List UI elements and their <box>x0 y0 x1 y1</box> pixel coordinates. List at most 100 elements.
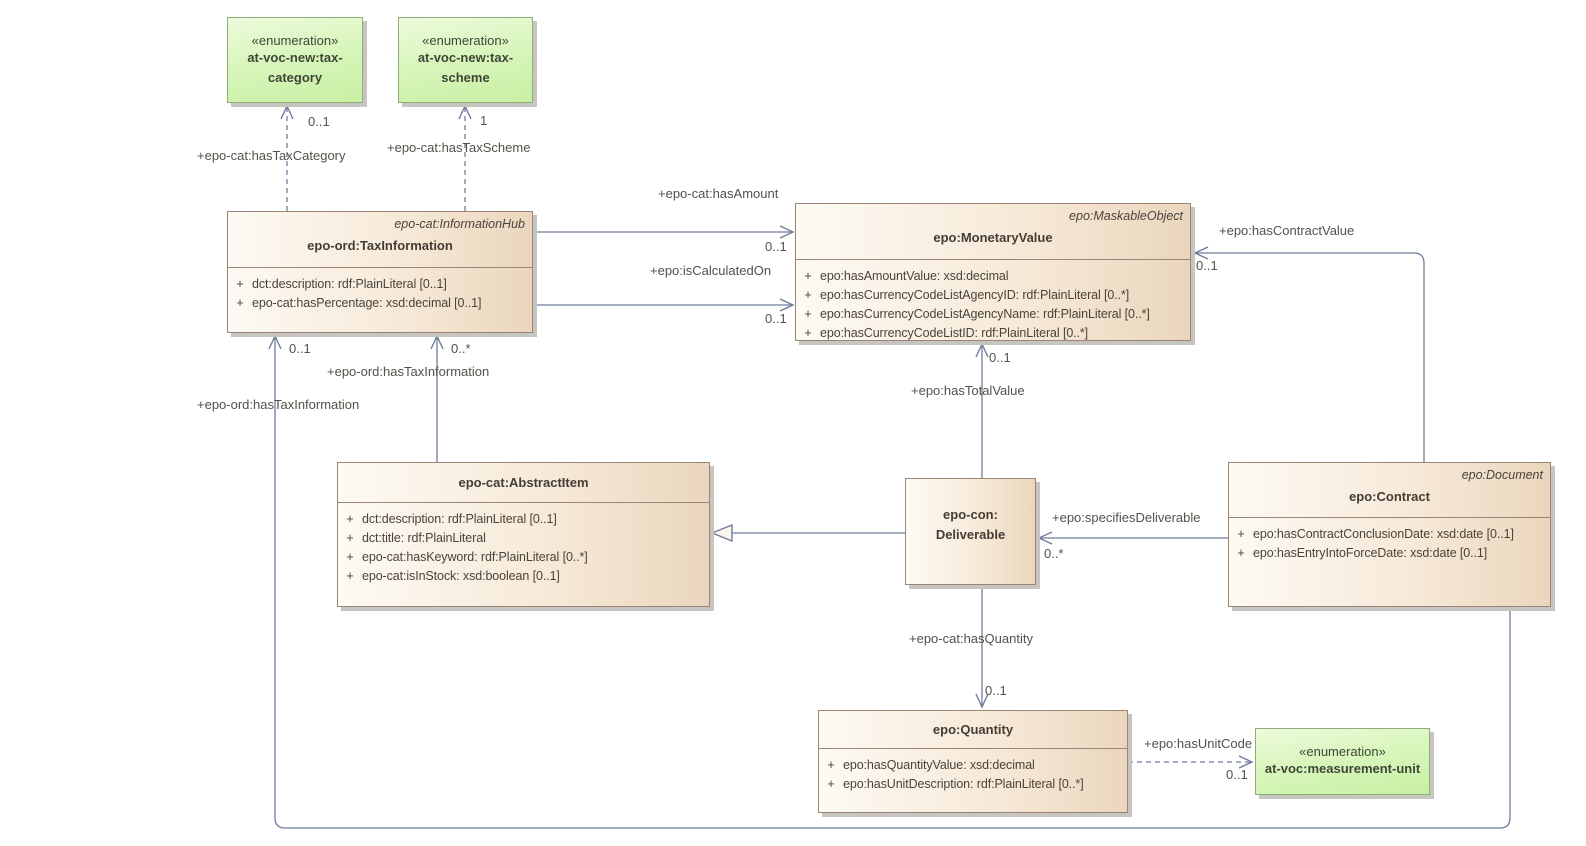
attribute-visibility: + <box>804 307 812 321</box>
attribute-row: + epo:hasEntryIntoForceDate: xsd:date [0… <box>1229 544 1550 563</box>
attribute-row: + epo:hasCurrencyCodeListID: rdf:PlainLi… <box>796 324 1190 343</box>
class-quantity: epo:Quantity + epo:hasQuantityValue: xsd… <box>818 710 1128 813</box>
attribute-signature: epo:hasCurrencyCodeListAgencyName: rdf:P… <box>820 307 1150 321</box>
parent-class-label: epo:Document <box>1461 468 1543 482</box>
edge-cardinality-hasTaxInformation-from-item: 0..* <box>451 341 471 356</box>
attributes-compartment: + dct:description: rdf:PlainLiteral [0..… <box>228 268 532 313</box>
edge-label-hasAmount: +epo-cat:hasAmount <box>658 186 779 201</box>
attribute-visibility: + <box>1237 546 1245 560</box>
edge-cardinality-hasContractValue: 0..1 <box>1196 258 1218 273</box>
class-contract: epo:Document epo:Contract + epo:hasContr… <box>1228 462 1551 607</box>
attributes-compartment: + epo:hasQuantityValue: xsd:decimal + ep… <box>819 749 1127 794</box>
enum-tax-scheme: «enumeration» at-voc-new:tax-scheme <box>398 17 533 103</box>
attribute-signature: epo-cat:hasKeyword: rdf:PlainLiteral [0.… <box>362 550 588 564</box>
class-header: epo-cat:AbstractItem <box>338 463 709 503</box>
class-name-line1: epo-con: <box>943 506 998 522</box>
attribute-signature: epo:hasUnitDescription: rdf:PlainLiteral… <box>843 777 1084 791</box>
enum-name: at-voc-new:tax-scheme <box>417 50 514 85</box>
attribute-signature: epo-cat:isInStock: xsd:boolean [0..1] <box>362 569 560 583</box>
attribute-visibility: + <box>1237 527 1245 541</box>
enum-name: at-voc-new:tax-category <box>247 50 343 85</box>
parent-class-label: epo-cat:InformationHub <box>394 217 525 231</box>
attributes-compartment: + epo:hasContractConclusionDate: xsd:dat… <box>1229 518 1550 563</box>
edge-label-hasTaxCategory: +epo-cat:hasTaxCategory <box>197 148 346 163</box>
attribute-signature: epo:hasCurrencyCodeListAgencyID: rdf:Pla… <box>820 288 1130 302</box>
attribute-visibility: + <box>827 777 835 791</box>
attribute-row: + dct:title: rdf:PlainLiteral <box>338 529 709 548</box>
edge-cardinality-hasQuantity: 0..1 <box>985 683 1007 698</box>
attribute-row: + epo:hasContractConclusionDate: xsd:dat… <box>1229 525 1550 544</box>
class-header: epo:Document epo:Contract <box>1229 463 1550 518</box>
edge-cardinality-hasAmount: 0..1 <box>765 239 787 254</box>
class-header: epo:Quantity <box>819 711 1127 749</box>
edge-cardinality-specifiesDeliverable: 0..* <box>1044 546 1064 561</box>
edge-cardinality-hasTaxScheme: 1 <box>480 113 488 128</box>
edge-cardinality-hasTaxInformation-from-contract: 0..1 <box>289 341 311 356</box>
enum-stereotype: «enumeration» <box>422 33 509 48</box>
attribute-visibility: + <box>346 531 354 545</box>
attribute-row: + epo-cat:hasPercentage: xsd:decimal [0.… <box>228 294 532 313</box>
class-name: epo:MonetaryValue <box>933 230 1053 245</box>
edge-label-hasTotalValue: +epo:hasTotalValue <box>911 383 1025 398</box>
attribute-row: + epo:hasUnitDescription: rdf:PlainLiter… <box>819 775 1127 794</box>
connector-hasContractValue <box>1193 246 1425 462</box>
attribute-signature: epo:hasQuantityValue: xsd:decimal <box>843 758 1035 772</box>
class-name: epo-ord:TaxInformation <box>307 238 453 253</box>
class-name: epo:Quantity <box>932 722 1014 737</box>
edge-cardinality-hasTaxCategory: 0..1 <box>308 114 330 129</box>
attribute-visibility: + <box>827 758 835 772</box>
edge-label-hasTaxInformation-from-contract: +epo-ord:hasTaxInformation <box>197 397 360 412</box>
edge-label-isCalculatedOn: +epo:isCalculatedOn <box>650 263 772 278</box>
class-name-line2: Deliverable <box>935 526 1006 542</box>
attribute-row: + dct:description: rdf:PlainLiteral [0..… <box>338 510 709 529</box>
enum-tax-category: «enumeration» at-voc-new:tax-category <box>227 17 363 103</box>
enum-name: at-voc:measurement-unit <box>1264 761 1421 777</box>
attribute-visibility: + <box>236 296 244 310</box>
edge-cardinality-hasUnitCode: 0..1 <box>1226 767 1248 782</box>
edge-label-hasTaxInformation-from-item: +epo-ord:hasTaxInformation <box>327 364 490 379</box>
attribute-signature: dct:title: rdf:PlainLiteral <box>362 531 486 545</box>
attribute-row: + dct:description: rdf:PlainLiteral [0..… <box>228 275 532 294</box>
attribute-visibility: + <box>804 326 812 340</box>
connector-hasTaxInformation-from-contract <box>268 334 1511 829</box>
attribute-visibility: + <box>804 269 812 283</box>
class-header: epo:MaskableObject epo:MonetaryValue <box>796 204 1190 260</box>
edge-label-hasQuantity: +epo-cat:hasQuantity <box>909 631 1033 646</box>
attribute-row: + epo-cat:hasKeyword: rdf:PlainLiteral [… <box>338 548 709 567</box>
class-tax-information: epo-cat:InformationHub epo-ord:TaxInform… <box>227 211 533 333</box>
edge-label-hasUnitCode: +epo:hasUnitCode <box>1144 736 1253 751</box>
attribute-signature: epo-cat:hasPercentage: xsd:decimal [0..1… <box>252 296 482 310</box>
edge-label-specifiesDeliverable: +epo:specifiesDeliverable <box>1052 510 1201 525</box>
class-deliverable: epo-con: Deliverable <box>905 478 1036 585</box>
attribute-visibility: + <box>236 277 244 291</box>
attribute-visibility: + <box>346 569 354 583</box>
class-name: epo-con: Deliverable <box>936 505 1005 559</box>
attribute-visibility: + <box>804 288 812 302</box>
class-name: epo-cat:AbstractItem <box>458 475 589 490</box>
attribute-visibility: + <box>346 550 354 564</box>
class-abstract-item: epo-cat:AbstractItem + dct:description: … <box>337 462 710 607</box>
attribute-signature: epo:hasContractConclusionDate: xsd:date … <box>1253 527 1514 541</box>
attribute-signature: dct:description: rdf:PlainLiteral [0..1] <box>362 512 557 526</box>
attributes-compartment: + epo:hasAmountValue: xsd:decimal + epo:… <box>796 260 1190 343</box>
enum-measurement-unit: «enumeration» at-voc:measurement-unit <box>1255 728 1430 795</box>
edge-label-hasTaxScheme: +epo-cat:hasTaxScheme <box>387 140 531 155</box>
class-name: epo:Contract <box>1349 489 1430 504</box>
attribute-row: + epo:hasAmountValue: xsd:decimal <box>796 267 1190 286</box>
attribute-signature: epo:hasEntryIntoForceDate: xsd:date [0..… <box>1253 546 1488 560</box>
class-monetary-value: epo:MaskableObject epo:MonetaryValue + e… <box>795 203 1191 341</box>
enum-stereotype: «enumeration» <box>1299 744 1386 760</box>
parent-class-label: epo:MaskableObject <box>1069 209 1183 223</box>
edge-label-hasContractValue: +epo:hasContractValue <box>1219 223 1355 238</box>
edge-cardinality-hasTotalValue: 0..1 <box>989 350 1011 365</box>
attribute-signature: epo:hasCurrencyCodeListID: rdf:PlainLite… <box>820 326 1089 340</box>
enum-stereotype: «enumeration» <box>251 33 339 48</box>
attribute-visibility: + <box>346 512 354 526</box>
attributes-compartment: + dct:description: rdf:PlainLiteral [0..… <box>338 503 709 586</box>
edge-cardinality-isCalculatedOn: 0..1 <box>765 311 787 326</box>
class-header: epo-cat:InformationHub epo-ord:TaxInform… <box>228 212 532 268</box>
attribute-signature: epo:hasAmountValue: xsd:decimal <box>820 269 1009 283</box>
attribute-signature: dct:description: rdf:PlainLiteral [0..1] <box>252 277 447 291</box>
